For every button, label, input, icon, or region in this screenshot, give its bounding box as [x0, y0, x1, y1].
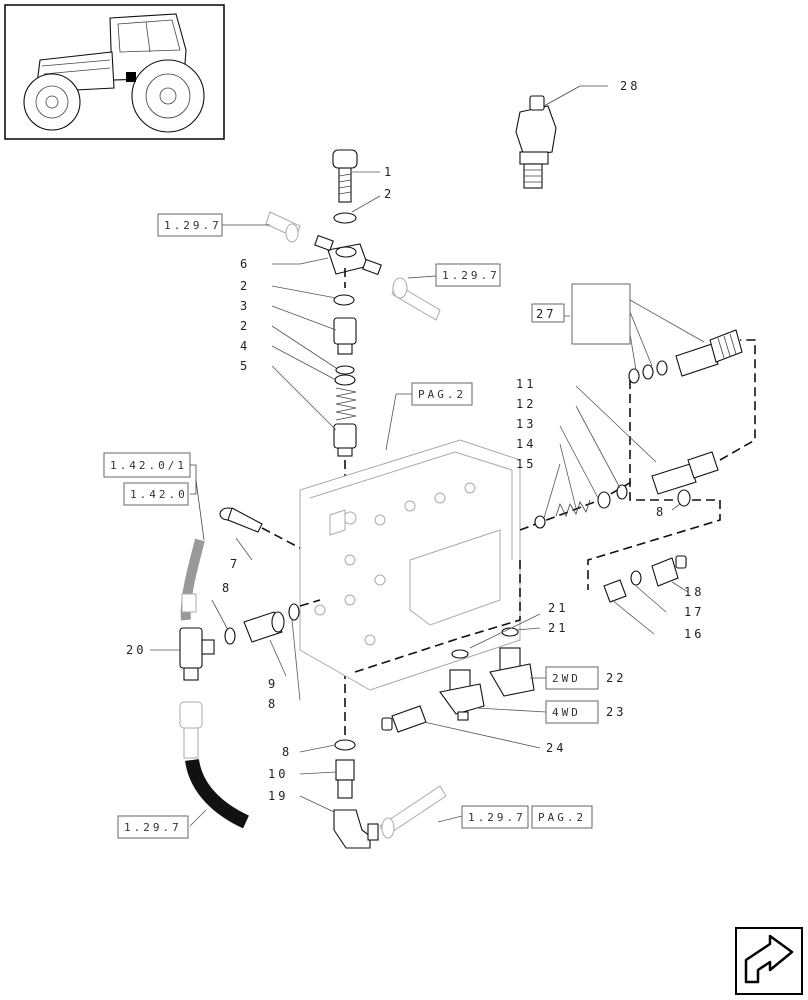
- next-page-arrow-icon[interactable]: [735, 927, 803, 995]
- seal-part-25b: [656, 360, 668, 376]
- switch-part-24: [381, 705, 427, 733]
- callout-8b[interactable]: 8: [268, 697, 278, 711]
- callout-5[interactable]: 5: [240, 359, 250, 373]
- spring-part-14: [555, 499, 591, 518]
- callout-24[interactable]: 24: [546, 741, 566, 755]
- ref-label-pag2-top: PAG.2: [418, 388, 466, 401]
- washer-part-13: [597, 491, 611, 509]
- seal-part-25: [628, 368, 640, 384]
- callout-1[interactable]: 1: [384, 165, 394, 179]
- bolt-part-7: [219, 507, 263, 533]
- sensor-part-28: [515, 95, 557, 189]
- ref-label-bottom-left: 1.29.7: [124, 821, 182, 834]
- callout-16[interactable]: 16: [684, 627, 704, 641]
- ref-box-top-left[interactable]: 1.29.7: [157, 213, 223, 237]
- variant-box-4wd[interactable]: 4WD: [545, 700, 599, 724]
- callout-20[interactable]: 20: [126, 643, 146, 657]
- ring-part-26: [642, 364, 654, 380]
- callout-25-27-box: [571, 283, 631, 345]
- callout-23[interactable]: 23: [606, 705, 626, 719]
- variant-label-2wd: 2WD: [552, 672, 581, 685]
- ref-label-top-right: 1.29.7: [442, 269, 500, 282]
- plug-part-16: [603, 579, 627, 603]
- spool-part-11: [651, 451, 719, 495]
- valve-part-22: [489, 647, 535, 697]
- ref-label-1420-1: 1.42.0/1: [110, 459, 187, 472]
- seal-part-4: [334, 374, 356, 386]
- banjo-fitting-part-6: [314, 234, 382, 276]
- callout-17[interactable]: 17: [684, 605, 704, 619]
- callout-8[interactable]: 8: [222, 581, 232, 595]
- ref-box-bottom-right[interactable]: 1.29.7: [461, 805, 529, 829]
- ref-label-1420: 1.42.0: [130, 488, 188, 501]
- elbow-part-19: [333, 809, 379, 849]
- variant-box-2wd[interactable]: 2WD: [545, 666, 599, 690]
- callout-10[interactable]: 10: [268, 767, 288, 781]
- callout-12[interactable]: 12: [516, 397, 536, 411]
- callout-22[interactable]: 22: [606, 671, 626, 685]
- ref-box-1420-1[interactable]: 1.42.0/1: [103, 452, 191, 478]
- adapter-part-3: [333, 317, 357, 355]
- ref-box-pag2-bottom[interactable]: PAG.2: [531, 805, 593, 829]
- callout-8d[interactable]: 8: [656, 505, 666, 519]
- callout-21b[interactable]: 21: [548, 621, 568, 635]
- ref-label-top-left: 1.29.7: [164, 219, 222, 232]
- callout-21[interactable]: 21: [548, 601, 568, 615]
- adapter-part-10: [335, 759, 355, 799]
- bolt-part-1: [332, 149, 358, 203]
- valve-part-23: [439, 669, 485, 721]
- seal-part-8: [224, 627, 236, 645]
- washer-part-2c: [335, 365, 355, 375]
- adapter-part-9: [243, 611, 285, 643]
- seal-part-12: [616, 484, 628, 500]
- callout-2b[interactable]: 2: [240, 279, 250, 293]
- valve-block: [299, 439, 521, 691]
- callout-6[interactable]: 6: [240, 257, 250, 271]
- ref-box-top-right[interactable]: 1.29.7: [435, 263, 501, 287]
- seal-part-8b: [288, 603, 300, 621]
- callout-14[interactable]: 14: [516, 437, 536, 451]
- seal-part-17: [630, 570, 642, 586]
- callout-27-box: [531, 303, 565, 323]
- switch-part-18: [651, 555, 687, 587]
- callout-9[interactable]: 9: [268, 677, 278, 691]
- callout-15[interactable]: 15: [516, 457, 536, 471]
- callout-3[interactable]: 3: [240, 299, 250, 313]
- callout-27[interactable]: 27: [536, 307, 556, 321]
- seal-part-21b: [501, 627, 519, 637]
- ref-label-pag2-bottom: PAG.2: [538, 811, 586, 824]
- seal-part-8c: [334, 739, 356, 751]
- tractor-thumbnail-icon: [4, 4, 225, 140]
- ref-box-bottom-left[interactable]: 1.29.7: [117, 815, 189, 839]
- callout-2c[interactable]: 2: [240, 319, 250, 333]
- callout-4[interactable]: 4: [240, 339, 250, 353]
- callout-28[interactable]: 28: [620, 79, 640, 93]
- seal-part-21: [451, 649, 469, 659]
- seal-part-8d: [677, 489, 691, 507]
- callout-8c[interactable]: 8: [282, 745, 292, 759]
- washer-part-2: [333, 212, 357, 224]
- washer-part-2b: [333, 294, 355, 306]
- ref-box-1420[interactable]: 1.42.0: [123, 482, 189, 506]
- variant-label-4wd: 4WD: [552, 706, 581, 719]
- callout-18[interactable]: 18: [684, 585, 704, 599]
- callout-2[interactable]: 2: [384, 187, 394, 201]
- tee-fitting-part-20: [179, 627, 215, 681]
- ref-box-pag2-top[interactable]: PAG.2: [411, 382, 473, 406]
- callout-11[interactable]: 11: [516, 377, 536, 391]
- callout-19[interactable]: 19: [268, 789, 288, 803]
- spring-part-5: [333, 387, 357, 457]
- washer-part-15: [534, 515, 546, 529]
- ref-label-bottom-right: 1.29.7: [468, 811, 526, 824]
- callout-13[interactable]: 13: [516, 417, 536, 431]
- callout-7[interactable]: 7: [230, 557, 240, 571]
- plug-part-27: [675, 329, 743, 377]
